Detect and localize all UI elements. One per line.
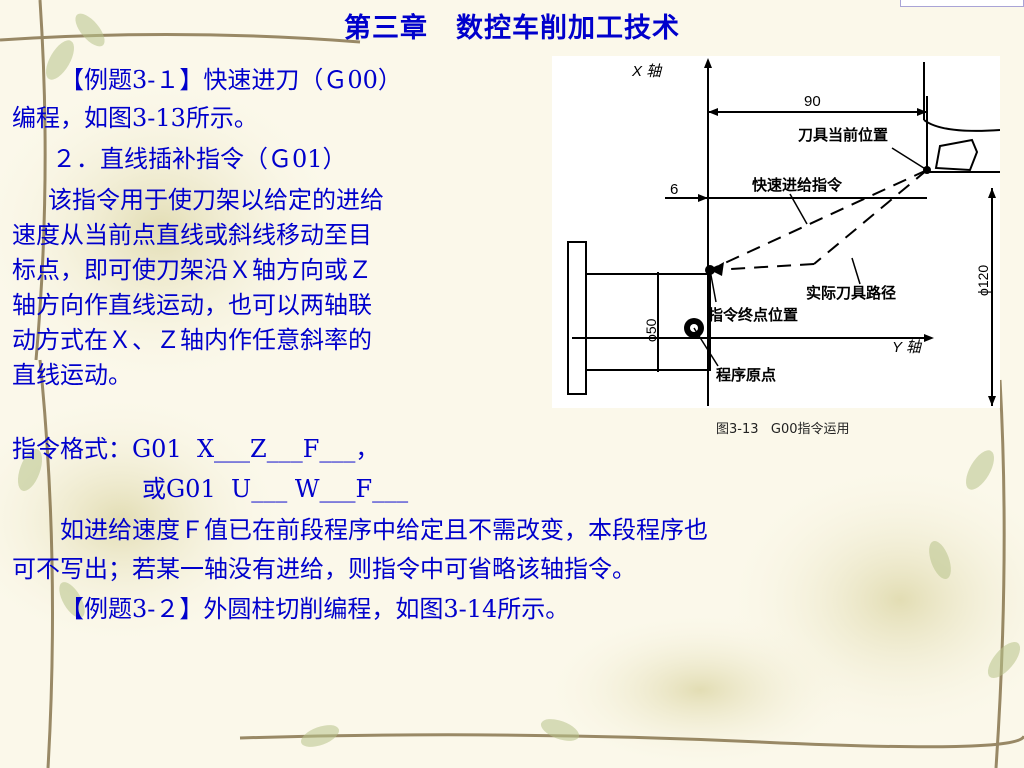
- example-3-1-ref: 编程，如图3-13所示。: [12, 104, 258, 132]
- paragraph-line: 轴方向作直线运动，也可以两轴联: [12, 291, 372, 319]
- g00-figure: X 轴 Y 轴 90 6 ϕ120 ϕ50 刀具当前位置 快速进给指令 实际刀具…: [552, 56, 1000, 408]
- paragraph-line: 直线运动。: [12, 361, 132, 389]
- command-format-alt-line: 或G01 U___ W___F___: [142, 475, 409, 503]
- example-3-2-line: 【例题3-２】外圆柱切削编程，如图3-14所示。: [60, 595, 570, 623]
- paragraph-line: 速度从当前点直线或斜线移动至目: [12, 221, 372, 249]
- label-rapid-command: 快速进给指令: [752, 176, 843, 194]
- paragraph-line: 可不写出；若某一轴没有进给，则指令中可省略该轴指令。: [12, 555, 636, 583]
- paragraph-line: 该指令用于使刀架以给定的进给: [48, 186, 384, 214]
- label-tool-current: 刀具当前位置: [798, 126, 888, 144]
- page-title: 第三章 数控车削加工技术: [344, 13, 680, 44]
- dimension-6: 6: [670, 181, 678, 198]
- x-axis-label: X 轴: [631, 63, 663, 80]
- label-actual-path: 实际刀具路径: [806, 284, 896, 302]
- command-format-line: 指令格式：G01 X___Z___F___，: [12, 435, 380, 463]
- dimension-90: 90: [804, 93, 821, 110]
- label-command-end: 指令终点位置: [708, 306, 798, 324]
- paragraph-line: 动方式在Ｘ、Ｚ轴内作任意斜率的: [12, 326, 372, 354]
- dimension-phi120: ϕ120: [975, 265, 991, 296]
- section-heading-g01: ２．直线插补指令（Ｇ01）: [52, 145, 347, 173]
- y-axis-label: Y 轴: [892, 339, 923, 356]
- figure-caption: 图3-13 G00指令运用: [716, 422, 850, 437]
- paragraph-line: 如进给速度Ｆ值已在前段程序中给定且不需改变，本段程序也: [60, 516, 708, 544]
- label-program-origin: 程序原点: [716, 366, 776, 384]
- example-3-1-line: 【例题3-１】快速进刀（Ｇ00）: [60, 66, 402, 94]
- dimension-phi50: ϕ50: [643, 318, 659, 342]
- paragraph-line: 标点，即可使刀架沿Ｘ轴方向或Ｚ: [12, 256, 372, 284]
